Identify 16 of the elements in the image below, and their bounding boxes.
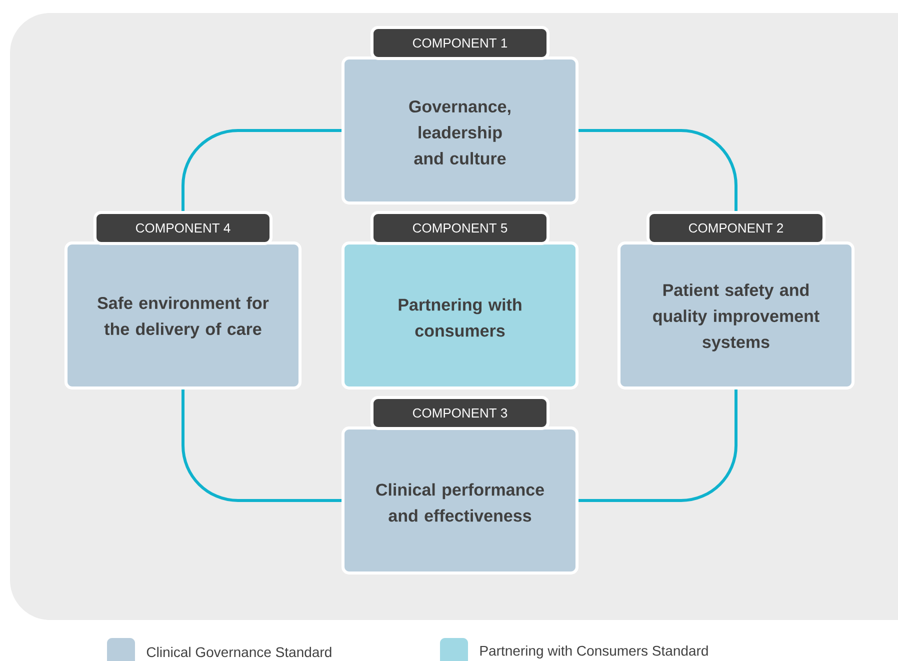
connector-line bbox=[578, 129, 738, 211]
component-box: Governance, leadership and culture bbox=[342, 56, 578, 204]
component-tab: COMPONENT 3 bbox=[370, 396, 550, 430]
component-tab: COMPONENT 2 bbox=[646, 211, 826, 245]
connector-line bbox=[182, 390, 342, 502]
component-tab: COMPONENT 4 bbox=[94, 211, 272, 245]
component-box: Patient safety and quality improvement systems bbox=[618, 242, 854, 390]
component-box: Clinical performance and effectiveness bbox=[342, 426, 578, 574]
component-box: Safe environment for the delivery of care bbox=[64, 242, 302, 390]
component-tab: COMPONENT 5 bbox=[370, 211, 550, 245]
component-tab: COMPONENT 1 bbox=[370, 26, 550, 60]
connector-line bbox=[182, 129, 342, 211]
component-box: Partnering with consumers bbox=[342, 242, 578, 390]
connector-line bbox=[578, 390, 738, 502]
legend-label: Clinical Governance Standard bbox=[146, 646, 332, 658]
legend-label: Partnering with Consumers Standard bbox=[480, 645, 708, 659]
